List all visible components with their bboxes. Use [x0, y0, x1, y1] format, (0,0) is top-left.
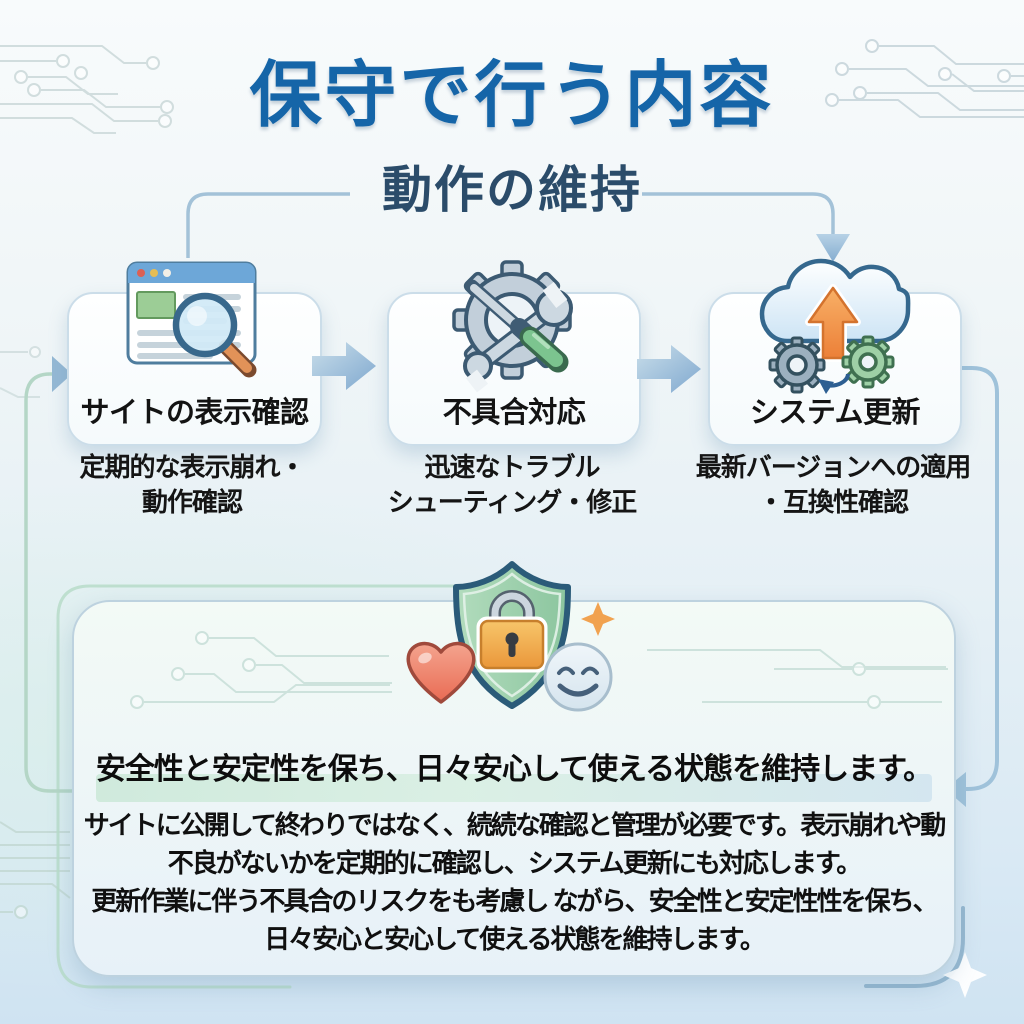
- cloud-update-icon: [752, 248, 917, 403]
- step-description: 最新バージョンへの適用 ・互換性確認: [695, 452, 971, 517]
- step-title: サイトの表示確認: [80, 397, 309, 429]
- page-title: 保守で行う内容: [249, 56, 775, 136]
- gear-green: [841, 335, 895, 389]
- arrow-right-icon: [312, 342, 376, 390]
- cycle-line-right: [954, 366, 999, 791]
- step-description: 定期的な表示崩れ・ 動作確認: [79, 452, 305, 517]
- arrow-right-icon: [637, 345, 701, 393]
- gear-tools-icon: [430, 248, 594, 398]
- circuit-traces-left-edge: [0, 346, 41, 398]
- step-description: 迅速なトラブル シューティング・修正: [387, 452, 637, 517]
- heart-icon: [406, 641, 476, 704]
- circuit-traces-bottom-left: [0, 821, 71, 919]
- screwdriver: [465, 279, 569, 373]
- step-title: システム更新: [749, 397, 921, 429]
- gear-gray: [768, 336, 826, 394]
- browser-magnifier-icon: [120, 258, 260, 380]
- summary-headline: 安全性と安定性を保ち、日々安心して使える状態を維持します。: [95, 753, 933, 786]
- safety-icon-group: [406, 561, 615, 712]
- smiley-icon: [543, 642, 613, 712]
- up-arrow: [805, 284, 861, 362]
- step-title: 不具合対応: [442, 397, 586, 429]
- section-title: 動作の維持: [382, 162, 642, 218]
- summary-body: サイトに公開して終わりではなく、続続な確認と管理が必要です。表示崩れや動 不良が…: [83, 810, 947, 954]
- wrench: [463, 282, 573, 393]
- cycle-line-left: [24, 372, 72, 793]
- sparkle-icon: [581, 602, 615, 636]
